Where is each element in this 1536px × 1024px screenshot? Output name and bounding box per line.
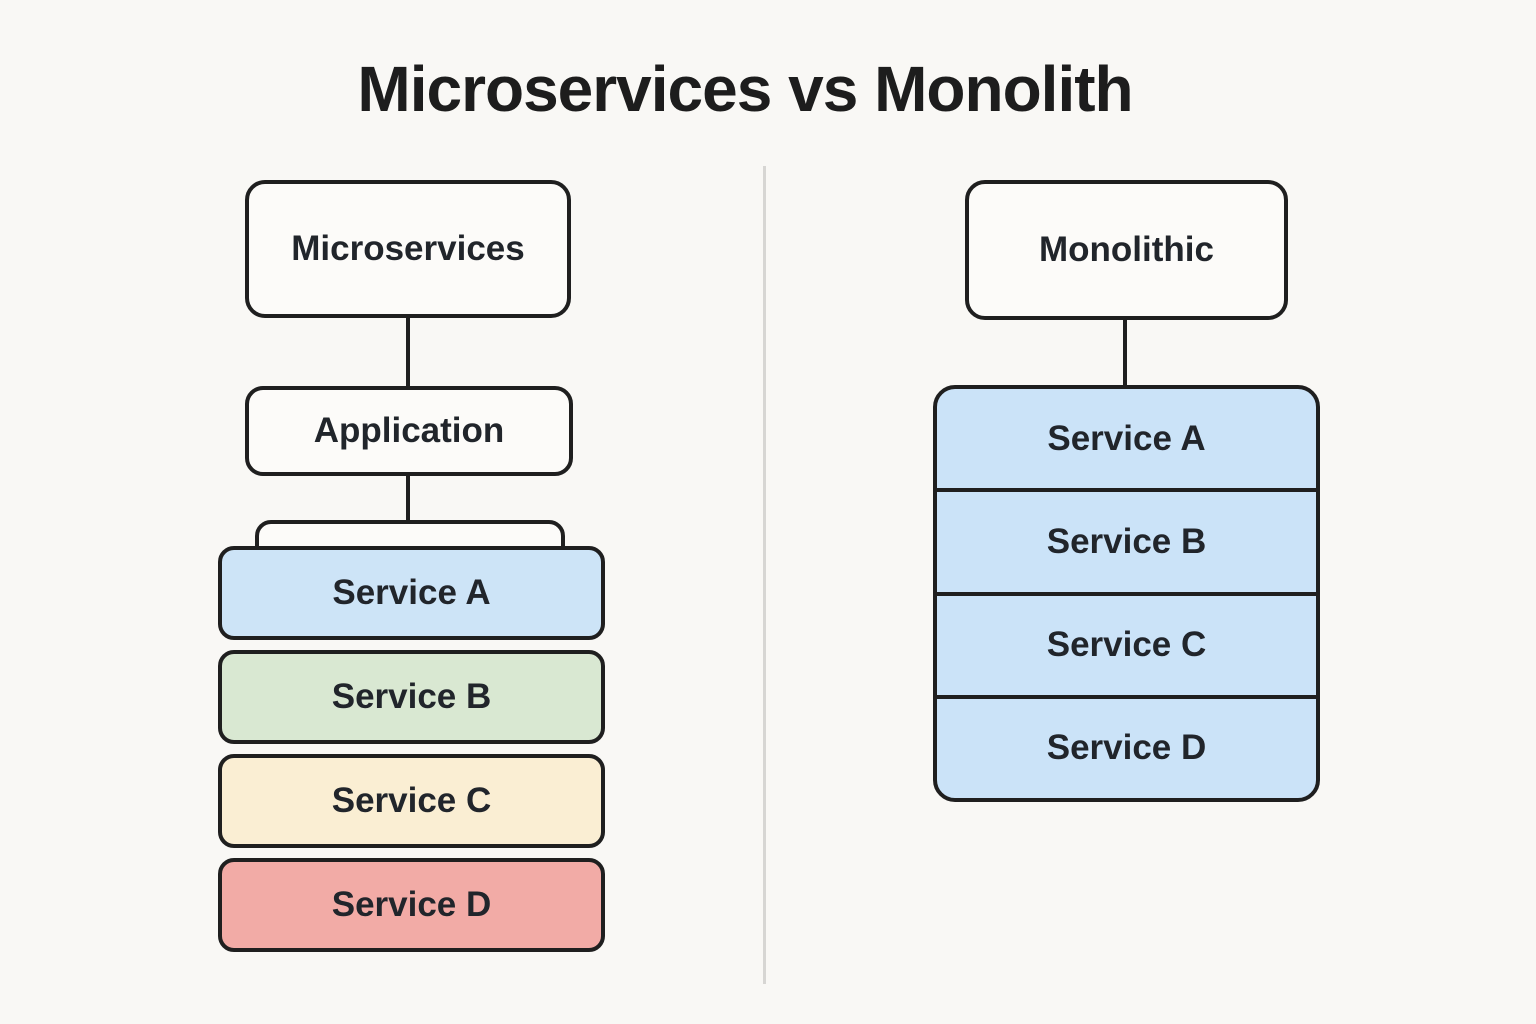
center-divider-line <box>763 166 766 984</box>
monolithic-root-label: Monolithic <box>1039 230 1214 269</box>
right-service-b-row: Service B <box>937 492 1316 596</box>
microservices-root-label: Microservices <box>291 229 525 268</box>
connector-application-services <box>406 476 410 524</box>
monolithic-root-box: Monolithic <box>965 180 1288 320</box>
right-service-b-label: Service B <box>1046 521 1207 561</box>
left-service-b-box: Service B <box>218 650 605 744</box>
application-label: Application <box>313 411 505 450</box>
monolithic-services-stack: Service A Service B Service C Service D <box>933 385 1320 802</box>
left-service-d-label: Service D <box>331 885 492 924</box>
left-service-b-label: Service B <box>331 677 492 716</box>
left-service-c-box: Service C <box>218 754 605 848</box>
application-box: Application <box>245 386 573 476</box>
connector-microservices-application <box>406 318 410 386</box>
left-service-a-box: Service A <box>218 546 605 640</box>
right-service-c-row: Service C <box>937 596 1316 699</box>
left-service-d-box: Service D <box>218 858 605 952</box>
right-service-a-row: Service A <box>937 389 1316 493</box>
right-service-c-label: Service C <box>1046 625 1207 665</box>
connector-monolithic-stack <box>1123 320 1127 385</box>
microservices-root-box: Microservices <box>245 180 571 318</box>
left-service-c-label: Service C <box>331 781 492 820</box>
right-service-a-label: Service A <box>1047 418 1206 458</box>
left-service-a-label: Service A <box>332 573 491 612</box>
right-service-d-row: Service D <box>937 699 1316 798</box>
diagram-title: Microservices vs Monolith <box>357 53 1133 125</box>
right-service-d-label: Service D <box>1046 728 1207 768</box>
